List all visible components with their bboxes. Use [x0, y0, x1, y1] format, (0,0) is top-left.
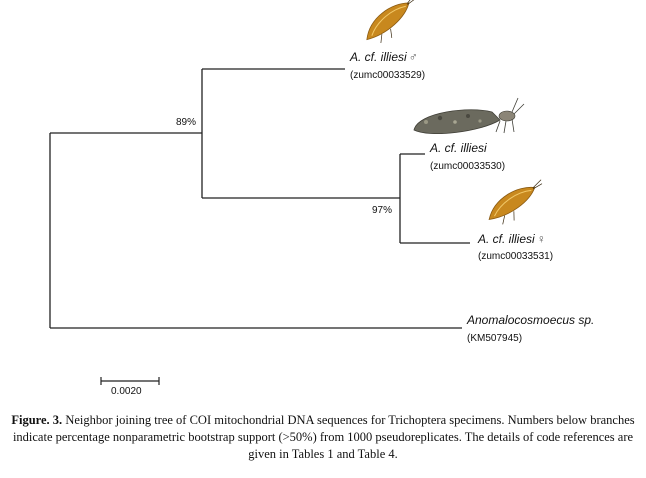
adult-caddisfly-photo-1 — [366, 0, 416, 44]
female-symbol: ♀ — [536, 232, 546, 246]
phylogenetic-tree — [49, 0, 543, 385]
figure-caption: Figure. 3. Neighbor joining tree of COI … — [6, 412, 640, 463]
adult-caddisfly-photo-2 — [488, 179, 543, 225]
taxon-4-code: (KM507945) — [467, 333, 523, 344]
bootstrap-support-node-1: 89% — [176, 117, 197, 128]
taxon-3-code: (zumc00033531) — [478, 251, 554, 262]
taxon-1-code: (zumc00033529) — [350, 70, 426, 81]
taxon-1-name-text: A. cf. illiesi — [350, 50, 407, 64]
male-symbol: ♂ — [408, 50, 418, 64]
caption-figure-number: Figure. 3. — [11, 413, 63, 427]
taxon-1-name: A. cf. illiesi♂ — [350, 50, 418, 64]
taxon-2-name: A. cf. illiesi — [430, 141, 487, 155]
taxon-3-name: A. cf. illiesi♀ — [478, 232, 546, 246]
tree-branches — [49, 68, 470, 329]
scale-bar — [100, 377, 160, 385]
larva-case-photo — [413, 97, 525, 135]
taxon-4-name: Anomalocosmoecus sp. — [467, 313, 594, 327]
taxon-2-code: (zumc00033530) — [430, 161, 506, 172]
bootstrap-support-node-2: 97% — [372, 205, 393, 216]
taxon-3-name-text: A. cf. illiesi — [478, 232, 535, 246]
caption-text: Neighbor joining tree of COI mitochondri… — [12, 413, 635, 461]
scale-bar-label: 0.0020 — [111, 386, 142, 397]
taxon-2-name-text: A. cf. illiesi — [430, 141, 487, 155]
taxon-4-name-text: Anomalocosmoecus sp. — [467, 313, 595, 327]
